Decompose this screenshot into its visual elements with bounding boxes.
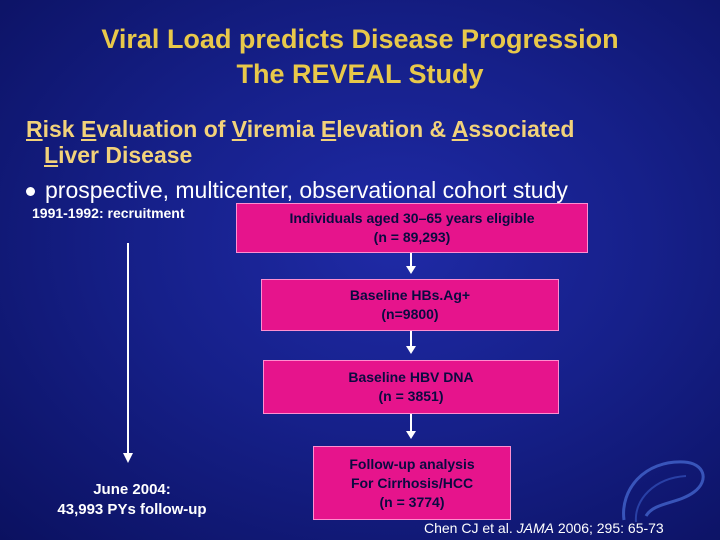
citation-details: 2006; 295: 65-73 [557,520,664,536]
citation-journal: JAMA [516,520,554,536]
acro-letter: Viremia [231,116,321,142]
acro-letter: Risk [26,116,81,142]
flow-arrow-icon [406,266,416,274]
bullet-text: prospective, multicenter, observational … [45,177,568,203]
acro-letter: Liver Disease [44,142,193,168]
flow-box-hbv-dna: Baseline HBV DNA (n = 3851) [263,360,559,414]
slide-subtitle: The REVEAL Study [236,59,484,89]
bullet-item: prospective, multicenter, observational … [26,176,568,204]
flow-connector [410,414,412,432]
flow-connector [410,253,412,267]
box-count: (n = 3851) [378,388,444,404]
citation-authors: Chen CJ et al. [424,520,513,536]
flow-arrow-icon [406,431,416,439]
timeline-end-label: June 2004: 43,993 PYs follow-up [40,480,224,520]
box-text: Individuals aged 30–65 years eligible [289,210,535,226]
flow-box-hbsag: Baseline HBs.Ag+ (n=9800) [261,279,559,331]
flow-arrow-icon [406,346,416,354]
slide-title: Viral Load predicts Disease Progression [101,24,619,54]
acronym-line-1: Risk Evaluation of Viremia Elevation & A… [26,116,574,142]
box-text: Baseline HBs.Ag+ [349,287,471,303]
acronym-line-2: Liver Disease [44,142,192,168]
timeline-line [127,243,129,453]
box-text: Baseline HBV DNA [348,369,474,385]
bullet-dot-icon [26,187,35,197]
timeline-start-label: 1991-1992: recruitment [32,205,185,221]
box-text-2: For Cirrhosis/HCC [350,474,474,491]
timeline-end-line2: 43,993 PYs follow-up [57,501,207,518]
box-count: (n = 89,293) [373,229,451,245]
acro-letter: Associated [451,116,575,142]
flow-connector [410,331,412,347]
acro-letter: Evaluation of [81,116,232,142]
liver-outline-icon [622,460,705,523]
citation: Chen CJ et al. JAMA 2006; 295: 65-73 [424,520,664,536]
acro-letter: Elevation & [320,116,452,142]
box-count: (n=9800) [381,306,439,322]
timeline-end-line1: June 2004: [93,481,171,498]
box-text: Follow-up analysis [349,455,475,472]
flow-box-follow-up: Follow-up analysis For Cirrhosis/HCC (n … [313,446,511,520]
timeline-arrow-icon [123,453,133,463]
flow-box-eligible: Individuals aged 30–65 years eligible (n… [236,203,588,253]
box-count: (n = 3774) [379,493,445,510]
